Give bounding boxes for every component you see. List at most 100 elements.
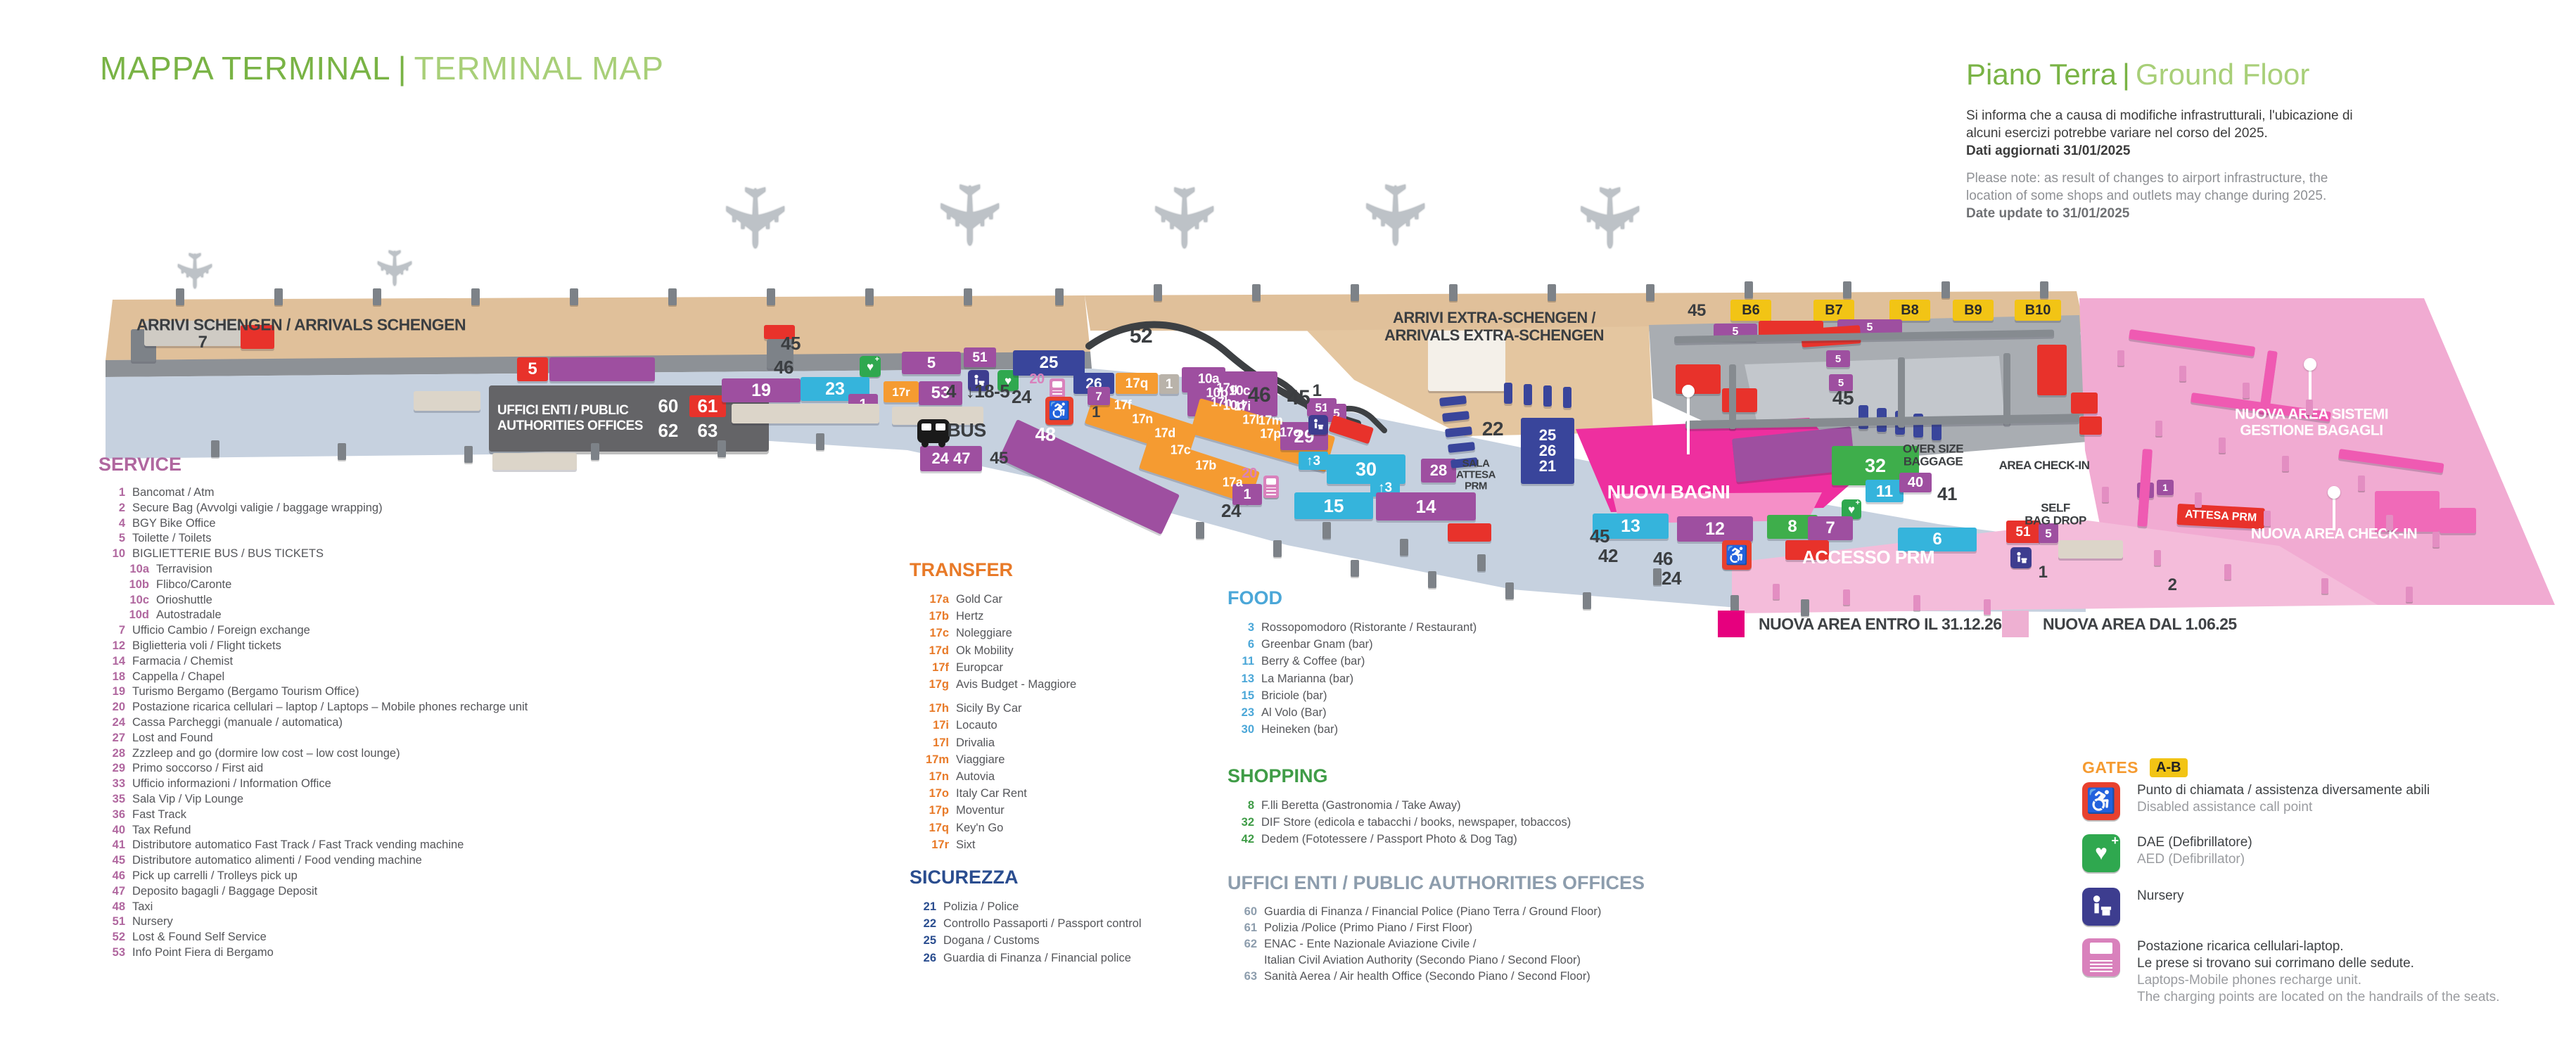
map-marker [1504, 383, 1512, 404]
item-number: 17p [929, 804, 949, 817]
title-italian: MAPPA TERMINAL [100, 50, 391, 87]
item-number: 17f [932, 660, 949, 674]
icon-legend-line: AED (Defibrillator) [2137, 852, 2245, 867]
map-label-1: 1 [2038, 563, 2048, 582]
map-marker-5: 5 [2039, 523, 2058, 543]
icon-legend-line: The charging points are located on the h… [2137, 990, 2500, 1004]
map-label-45: 45 [990, 449, 1008, 468]
title-english: TERMINAL MAP [414, 50, 664, 87]
map-label-41: 41 [1937, 483, 1957, 504]
item-label: Greenbar Gnam (bar) [1261, 638, 1373, 651]
item-label: Sanità Aerea / Air health Office (Second… [1264, 970, 1590, 983]
pillar-pink [1913, 595, 1920, 611]
item-label: Italy Car Rent [956, 787, 1027, 800]
item-number: 17h [929, 702, 949, 715]
map-marker [1448, 442, 1476, 453]
map-marker [767, 339, 793, 369]
map-marker [1729, 364, 1736, 429]
pillar [1941, 281, 1950, 298]
map-label-arrivi-schengen-arrivals-schengen: ARRIVI SCHENGEN / ARRIVALS SCHENGEN [136, 315, 466, 334]
map-marker [2003, 353, 2010, 425]
pillar [1154, 284, 1162, 301]
item-number: 17l [933, 736, 949, 749]
item-number: 17n [929, 770, 949, 784]
map-marker [1524, 384, 1532, 405]
pillar [1548, 284, 1556, 301]
map-label-arrivals-extra-schengen: ARRIVALS EXTRA-SCHENGEN [1384, 326, 1605, 345]
item-number: 26 [923, 951, 936, 964]
map-marker [1563, 387, 1571, 408]
bus-icon [917, 419, 950, 447]
pillar [1055, 288, 1064, 305]
map-label-17a: 17a [1222, 475, 1243, 490]
airplane-icon: ✈ [366, 247, 421, 289]
map-marker-B8: B8 [1889, 300, 1930, 321]
map-label-1: 1 [1092, 403, 1100, 421]
map-label-1: 1 [1312, 381, 1322, 401]
map-label-22: 22 [1481, 417, 1504, 440]
item-label: Toilette / Toilets [132, 532, 212, 545]
map-label-46: 46 [774, 356, 793, 378]
item-number: 2 [118, 501, 125, 514]
item-number: 63 [1244, 970, 1257, 983]
pillar [373, 288, 381, 305]
map-label-20: 20 [1029, 371, 1045, 388]
wheelchair-call-icon: ♿ [1045, 397, 1073, 425]
note-en-date: Date update to 31/01/2025 [1966, 206, 2130, 221]
legend-swatch [1718, 611, 1745, 637]
item-number: 17r [931, 838, 949, 851]
map-marker [1439, 395, 1467, 407]
airplane-icon: ✈ [166, 250, 222, 292]
item-label: Europcar [956, 660, 1003, 674]
item-number: 12 [112, 639, 125, 652]
pillar [1646, 284, 1654, 301]
map-marker-B7: B7 [1813, 300, 1854, 321]
icon-legend-item: ♥+DAE (Defibrillatore)AED (Defibrillator… [2082, 834, 2252, 872]
item-number: 47 [112, 884, 125, 898]
item-number: 17m [925, 753, 949, 766]
floor-title: Piano Terra|Ground Floor [1966, 58, 2501, 91]
icon-legend-text: Postazione ricarica cellulari-laptop.Le … [2137, 938, 2499, 1006]
icon-legend-line: Disabled assistance call point [2137, 800, 2313, 815]
map-label-10a: 10a [1197, 371, 1220, 387]
phone-recharge-icon [1050, 378, 1065, 401]
note-it-line1: Si informa che a causa di modifiche infr… [1966, 108, 2353, 123]
pillar [865, 288, 874, 305]
icon-legend-line: Postazione ricarica cellulari-laptop. [2137, 939, 2344, 954]
item-number: 41 [112, 838, 125, 852]
gates-label: GATES [2082, 758, 2139, 777]
gates-badge: A-B [2150, 758, 2188, 777]
map-marker-7: 7 [1088, 387, 1110, 405]
map-marker [1722, 388, 1757, 412]
pillar [1801, 599, 1809, 616]
item-label: Briciole (bar) [1261, 689, 1327, 702]
legend-label: NUOVA AREA DAL 1.06.25 [2043, 614, 2237, 633]
map-label-24: 24 [1221, 499, 1241, 521]
map-marker-5: 5 [517, 357, 548, 381]
item-number: 8 [1247, 799, 1254, 812]
nursery-icon [968, 370, 989, 391]
floor-title-english: Ground Floor [2135, 58, 2310, 91]
pillar-pink [2358, 476, 2365, 491]
item-label: Lost and Found [132, 731, 213, 744]
item-number: 52 [112, 931, 125, 944]
item-number: 60 [1244, 905, 1257, 918]
map-marker [2375, 491, 2440, 532]
